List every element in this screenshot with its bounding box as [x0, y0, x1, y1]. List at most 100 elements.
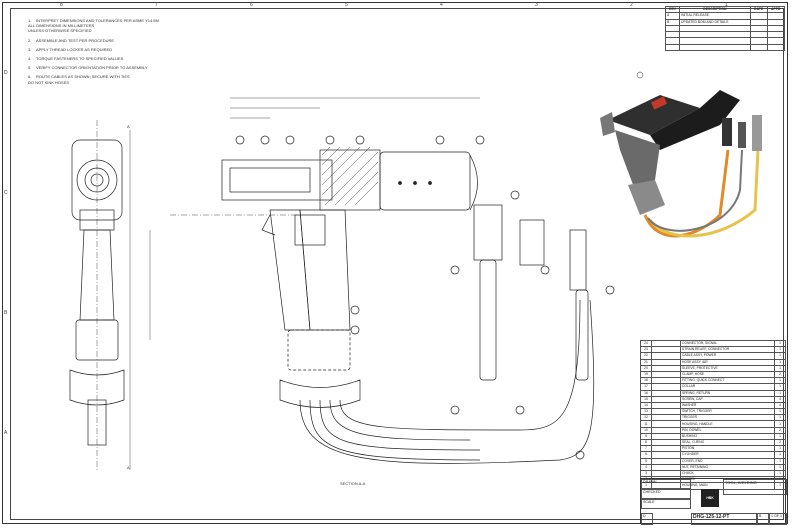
revision-cell — [766, 24, 786, 33]
part-number: DHG-125-12-PT — [691, 513, 757, 525]
scale-label: SCALE — [641, 499, 691, 509]
revision-cell — [766, 18, 786, 26]
balloon-3 — [285, 135, 295, 145]
zone-col-6: 6 — [250, 2, 253, 8]
render-balloon — [636, 71, 644, 79]
cable-3 — [329, 399, 471, 441]
zone-row-a: A — [4, 430, 8, 436]
revision-cell — [766, 43, 786, 52]
connector-3-sleeve — [575, 289, 589, 381]
revision-cell: UPDATED BOM AND DETAILS — [679, 18, 751, 26]
cable-4 — [339, 299, 581, 431]
revision-cell — [664, 24, 681, 33]
section-view-label: SECTION A-A — [340, 481, 366, 486]
note-6: 6.ROUTE CABLES AS SHOWN; SECURE WITH TIE… — [28, 74, 130, 85]
checked-label: CHECKED — [641, 489, 691, 499]
render-grip-base — [628, 180, 665, 215]
sheet-value: 1 OF 1 — [769, 513, 787, 525]
render-accent — [650, 96, 668, 110]
zone-col-5: 5 — [345, 2, 348, 8]
zone-row-b: B — [4, 310, 8, 316]
section-bore — [229, 167, 311, 193]
render-nose — [600, 112, 615, 136]
section-vent-1 — [398, 181, 402, 185]
note-3: 3.APPLY THREAD LOCKER AS REQUIRED — [28, 46, 113, 52]
zone-col-3: 3 — [535, 2, 538, 8]
section-trigger-housing — [294, 214, 326, 246]
balloon-8 — [510, 190, 520, 200]
section-grip — [287, 329, 351, 371]
balloon-4 — [325, 135, 335, 145]
balloon-2 — [260, 135, 270, 145]
section-hatch — [321, 146, 379, 206]
section-barrel — [221, 159, 333, 201]
render-connector-2 — [738, 122, 746, 148]
render-cable-grey — [647, 149, 743, 232]
note-1: 1.INTERPRET DIMENSIONS AND TOLERANCES PE… — [28, 18, 159, 34]
balloon-15 — [515, 405, 525, 415]
revision-row — [664, 24, 786, 33]
balloon-9 — [450, 265, 460, 275]
general-notes: 1.INTERPRET DIMENSIONS AND TOLERANCES PE… — [28, 18, 168, 89]
zone-col-1: 1 — [725, 2, 728, 8]
section-view — [170, 97, 615, 464]
render-cylinder — [650, 90, 740, 150]
render-connector-1 — [722, 118, 732, 146]
balloon-11 — [605, 285, 615, 295]
cable-2 — [319, 399, 481, 451]
section-vent-2 — [413, 181, 417, 185]
side-view-base — [69, 369, 125, 406]
inner-border — [10, 8, 784, 520]
note-4: 4.TORQUE FASTENERS TO SPECIFIED VALUES — [28, 56, 124, 62]
size-value: D — [641, 513, 653, 525]
zone-col-2: 2 — [630, 2, 633, 8]
balloon-1 — [235, 135, 245, 145]
balloon-6 — [435, 135, 445, 145]
section-handle-rear — [299, 209, 351, 331]
cable-1 — [309, 399, 481, 461]
revision-row — [664, 43, 786, 52]
isometric-render — [600, 71, 762, 238]
connector-1 — [473, 204, 503, 261]
section-trigger — [261, 214, 276, 236]
balloon-14 — [450, 405, 460, 415]
title-block: DRAWN CHECKED SCALE HBK TOOL, WELDING D … — [640, 478, 787, 525]
zone-row-c: C — [4, 190, 8, 196]
note-5: 5.VERIFY CONNECTOR ORIENTATION PRIOR TO … — [28, 65, 148, 71]
balloon-16 — [575, 450, 585, 460]
render-body-top — [608, 95, 700, 135]
drawn-label: DRAWN — [641, 479, 691, 489]
revision-cell: INITIAL RELEASE — [679, 12, 751, 20]
balloon-10 — [540, 265, 550, 275]
zone-col-7: 7 — [155, 2, 158, 8]
section-handle-front — [269, 209, 311, 331]
cable-5 — [299, 299, 595, 464]
side-view — [69, 120, 151, 470]
zone-row-d: D — [4, 70, 8, 76]
revision-cell — [679, 24, 751, 33]
balloon-12 — [350, 305, 360, 315]
view-marker-bottom: A — [127, 465, 130, 470]
balloon-13 — [350, 325, 360, 335]
connector-1-sleeve — [479, 259, 497, 381]
drawing-title: TOOL, WELDING — [723, 479, 787, 495]
note-2: 2.ASSEMBLE AND TEST PER PROCEDURE — [28, 37, 115, 43]
connector-2 — [519, 219, 545, 266]
zone-col-8: 8 — [60, 2, 63, 8]
section-vent-3 — [428, 181, 432, 185]
section-base — [279, 379, 361, 408]
revision-cell — [766, 12, 786, 20]
rev-value: B — [757, 513, 769, 525]
connector-3 — [569, 229, 587, 291]
revision-cell: B — [664, 18, 681, 26]
section-cylinder — [379, 151, 471, 211]
view-marker-top: A — [127, 124, 130, 129]
balloon-7 — [475, 135, 485, 145]
